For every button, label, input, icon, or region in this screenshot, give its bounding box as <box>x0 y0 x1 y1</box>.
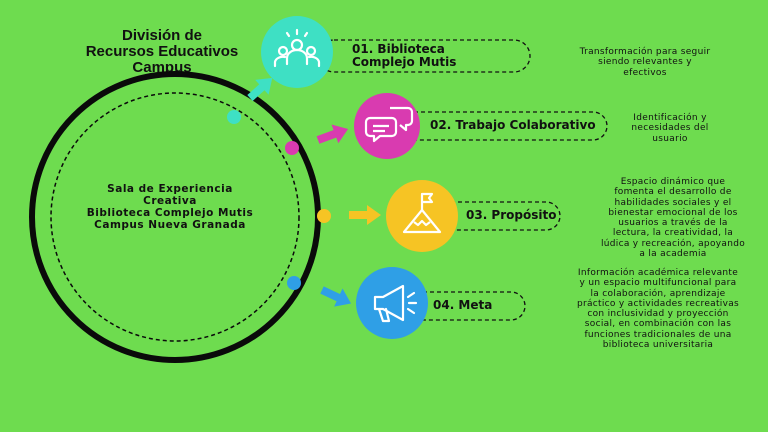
step-label-line: Complejo Mutis <box>352 55 457 69</box>
desc-line: Espacio dinámico que <box>620 177 726 187</box>
desc-line: usuarios a través de la <box>618 218 728 229</box>
connector-dot-4 <box>287 276 301 290</box>
connector-dot-2 <box>285 141 299 155</box>
arrow-4 <box>320 286 352 307</box>
desc-line: Transformación para seguir <box>579 47 711 57</box>
step-label-line: 02. Trabajo Colaborativo <box>430 118 596 132</box>
step-label-4: 04. Meta <box>433 299 492 312</box>
inner-dashed-ring <box>50 92 300 342</box>
desc-line: usuario <box>652 133 688 144</box>
megaphone-icon <box>373 284 418 323</box>
arrow-2 <box>316 124 349 144</box>
desc-line: Identificación y <box>633 113 707 123</box>
step-circle-4 <box>356 267 428 339</box>
desc-line: lúdica y recreación, apoyando <box>600 238 746 249</box>
desc-line: necesidades del <box>631 123 709 134</box>
desc-line: bienestar emocional de los <box>608 207 738 218</box>
desc-line: a la academia <box>639 249 707 260</box>
step-circle-1 <box>261 16 333 88</box>
mountain-flag-icon <box>402 192 442 234</box>
diagram-title: División de Recursos Educativos Campus <box>62 28 262 76</box>
desc-line: lectura, la creatividad, la <box>612 228 734 239</box>
title-line: Recursos Educativos <box>85 43 239 60</box>
desc-line: efectivos <box>623 67 667 78</box>
title-line: División de <box>121 27 203 44</box>
desc-line: habilidades sociales y el <box>614 197 732 208</box>
step-description-1: Transformación para seguir siendo releva… <box>555 47 735 78</box>
connector-dot-3 <box>317 209 331 223</box>
desc-line: la colaboración, aprendizaje <box>590 288 726 299</box>
desc-line: práctico y actividades recreativas <box>576 298 740 309</box>
chat-bubbles-icon <box>364 106 414 143</box>
desc-line: funciones tradicionales de una <box>584 329 732 340</box>
step-label-line: 04. Meta <box>433 298 493 312</box>
center-line: Creativa <box>143 195 197 207</box>
step-label-3: 03. Propósito <box>466 209 556 222</box>
desc-line: y un espacio multifuncional para <box>579 278 737 289</box>
arrow-3 <box>349 205 381 225</box>
desc-line: con inclusividad y proyección <box>587 309 729 320</box>
center-line: Campus Nueva Granada <box>94 219 246 231</box>
step-label-line: 01. Biblioteca <box>352 42 445 56</box>
step-description-3: Espacio dinámico que fomenta el desarrol… <box>585 177 761 259</box>
center-line: Biblioteca Complejo Mutis <box>86 207 254 219</box>
connector-dot-1 <box>227 110 241 124</box>
people-group-icon <box>273 28 321 68</box>
step-description-2: Identificación y necesidades del usuario <box>610 113 730 144</box>
desc-line: social, en combinación con las <box>584 319 732 330</box>
center-line: Sala de Experiencia <box>107 183 233 195</box>
desc-line: Información académica relevante <box>577 268 739 278</box>
center-label: Sala de Experiencia Creativa Biblioteca … <box>62 183 278 231</box>
arrow-1 <box>247 77 273 101</box>
step-circle-3 <box>386 180 458 252</box>
step-label-line: 03. Propósito <box>466 208 557 222</box>
desc-line: biblioteca universitaria <box>602 340 714 351</box>
desc-line: siendo relevantes y <box>598 57 692 68</box>
desc-line: fomenta el desarrollo de <box>614 187 732 198</box>
step-label-2: 02. Trabajo Colaborativo <box>430 119 596 132</box>
step-description-4: Información académica relevante y un esp… <box>553 268 763 350</box>
step-label-1: 01. Biblioteca Complejo Mutis <box>352 43 456 69</box>
